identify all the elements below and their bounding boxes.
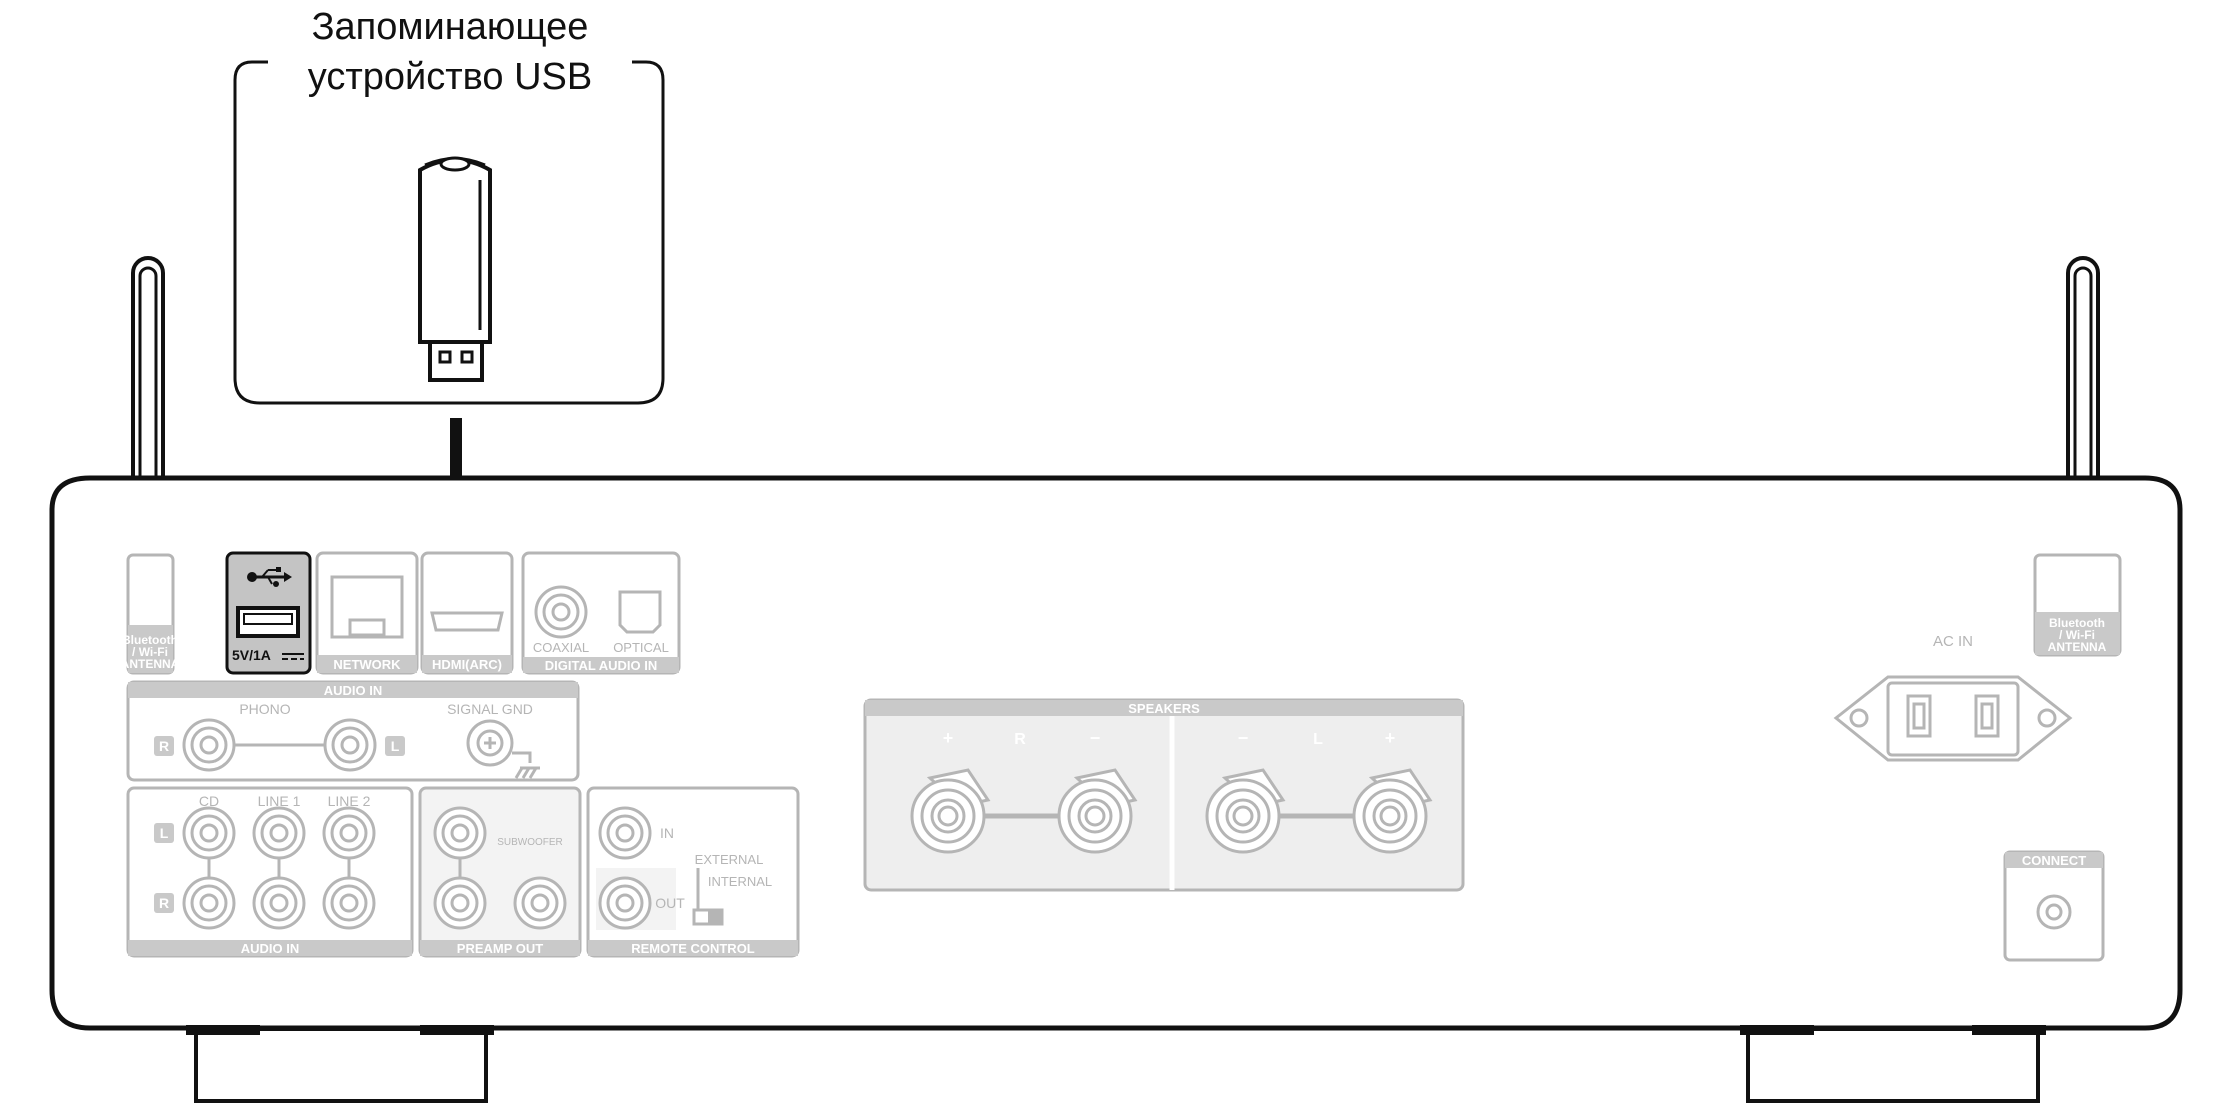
- antenna-left-label-1: Bluetooth: [122, 633, 178, 647]
- antenna-right: [2066, 256, 2100, 500]
- remote-control-section: IN OUT EXTERNAL INTERNAL REMOTE CONTROL: [586, 786, 800, 958]
- optical-label: OPTICAL: [613, 640, 669, 655]
- audio-in-r-label: R: [159, 895, 169, 911]
- chassis-feet: [186, 1025, 2046, 1103]
- subwoofer-label: SUBWOOFER: [497, 837, 563, 848]
- speakers-label: SPEAKERS: [1128, 701, 1200, 716]
- antenna-right-label-3: ANTENNA: [2048, 640, 2107, 654]
- usb-symbol-icon: [247, 567, 292, 587]
- external-label: EXTERNAL: [695, 852, 764, 867]
- usb-rating-label: 5V/1A: [232, 647, 271, 663]
- speaker-l-plus: +: [1385, 728, 1396, 748]
- speakers-section: SPEAKERS + R − − L +: [863, 698, 1465, 892]
- hdmi-port: HDMI(ARC): [420, 551, 514, 675]
- remote-control-label: REMOTE CONTROL: [631, 941, 755, 956]
- connect-port: CONNECT: [2003, 850, 2105, 962]
- speaker-r-plus: +: [943, 728, 954, 748]
- speaker-l-minus: −: [1238, 728, 1249, 748]
- callout-line-1: Запоминающее: [311, 6, 589, 48]
- coaxial-label: COAXIAL: [533, 640, 589, 655]
- phono-section: AUDIO IN PHONO SIGNAL GND R L: [126, 680, 580, 782]
- preamp-out-section: SUBWOOFER PREAMP OUT: [418, 786, 582, 958]
- signal-gnd-label: SIGNAL GND: [447, 701, 533, 717]
- antenna-socket-right: Bluetooth / Wi-Fi ANTENNA: [2033, 553, 2122, 657]
- antenna-right-label-1: Bluetooth: [2049, 616, 2105, 630]
- ac-in-label: AC IN: [1933, 633, 1973, 650]
- hdmi-label: HDMI(ARC): [432, 657, 502, 672]
- line1-label: LINE 1: [258, 793, 301, 809]
- preamp-out-label: PREAMP OUT: [457, 941, 543, 956]
- speaker-l-label: L: [1313, 731, 1323, 748]
- phono-l-label: L: [391, 738, 400, 754]
- phono-label: PHONO: [239, 701, 290, 717]
- antenna-left-label-3: ANTENNA: [121, 657, 180, 671]
- line2-label: LINE 2: [328, 793, 371, 809]
- audio-in-bottom-label: AUDIO IN: [241, 941, 300, 956]
- speaker-r-minus: −: [1090, 728, 1101, 748]
- antenna-left: [131, 256, 165, 500]
- usb-device-callout-title: Запоминающее устройство USB: [230, 2, 670, 102]
- digital-audio-in-label: DIGITAL AUDIO IN: [545, 658, 657, 673]
- remote-in-label: IN: [660, 825, 674, 841]
- connect-label: CONNECT: [2022, 853, 2086, 868]
- antenna-right-label-2: / Wi-Fi: [2059, 628, 2095, 642]
- internal-label: INTERNAL: [708, 874, 772, 889]
- audio-in-section: CD LINE 1 LINE 2 L R AUDIO IN: [126, 786, 414, 958]
- antenna-socket-left: Bluetooth / Wi-Fi ANTENNA: [121, 553, 180, 675]
- remote-out-label: OUT: [655, 895, 685, 911]
- ac-in-socket: AC IN: [1833, 633, 2073, 762]
- antenna-left-label-2: / Wi-Fi: [132, 645, 168, 659]
- cd-label: CD: [199, 793, 219, 809]
- phono-r-label: R: [159, 738, 169, 754]
- network-label: NETWORK: [333, 657, 401, 672]
- usb-flash-drive-icon: [418, 156, 492, 382]
- callout-line-2: устройство USB: [307, 56, 593, 98]
- usb-callout-box: [233, 60, 665, 405]
- speaker-r-label: R: [1014, 731, 1026, 748]
- digital-audio-in-section: COAXIAL OPTICAL DIGITAL AUDIO IN: [521, 551, 681, 675]
- usb-port: 5V/1A: [225, 551, 312, 675]
- audio-in-l-label: L: [160, 825, 169, 841]
- audio-in-top-label: AUDIO IN: [324, 683, 383, 698]
- network-port: NETWORK: [315, 551, 419, 675]
